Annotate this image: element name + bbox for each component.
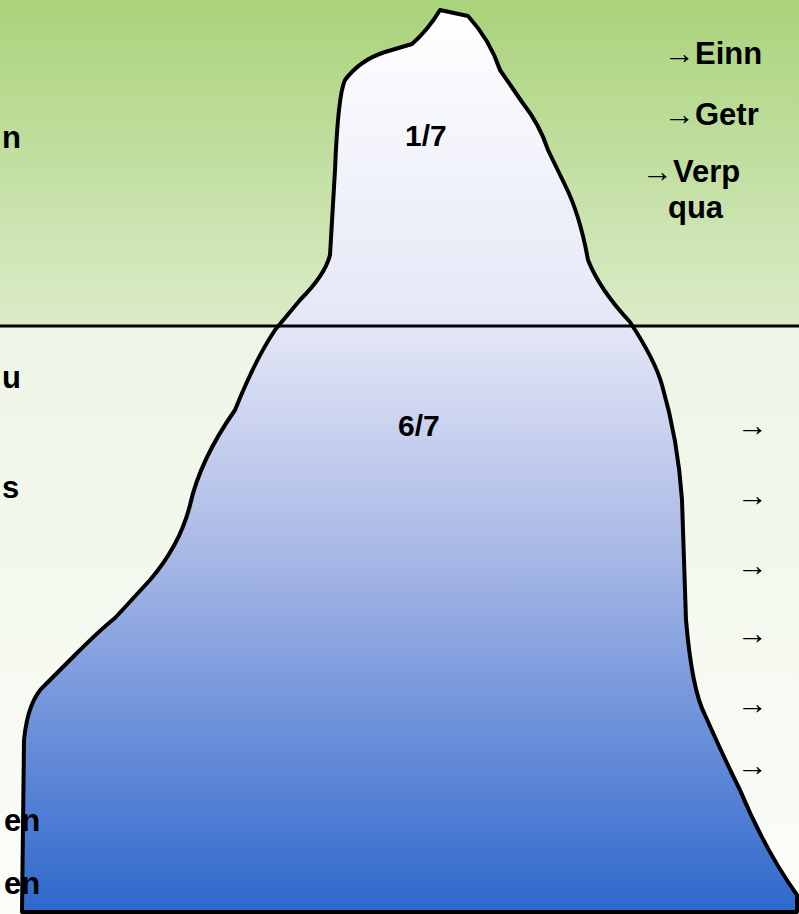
arrow-bullet: → bbox=[737, 616, 768, 652]
fraction-label: 1/7 bbox=[405, 118, 447, 154]
cut-off-label: s bbox=[2, 470, 19, 506]
bullet-text: →Verp qua bbox=[642, 154, 796, 226]
bullet-text: →Einn bbox=[664, 36, 762, 72]
cut-off-label: u bbox=[2, 360, 21, 396]
arrow-bullet: → bbox=[737, 748, 768, 784]
bullet-text: →Getr bbox=[664, 97, 759, 133]
arrow-bullet: → bbox=[737, 686, 768, 722]
cut-off-label: en bbox=[4, 803, 40, 839]
fraction-label: 6/7 bbox=[398, 408, 440, 444]
arrow-bullet: → bbox=[737, 408, 768, 444]
arrow-bullet: → bbox=[737, 478, 768, 514]
water-line bbox=[0, 325, 799, 328]
arrow-bullet: → bbox=[737, 548, 768, 584]
iceberg-shape bbox=[22, 10, 797, 912]
cut-off-label: en bbox=[4, 866, 40, 902]
cut-off-label: n bbox=[2, 120, 21, 156]
